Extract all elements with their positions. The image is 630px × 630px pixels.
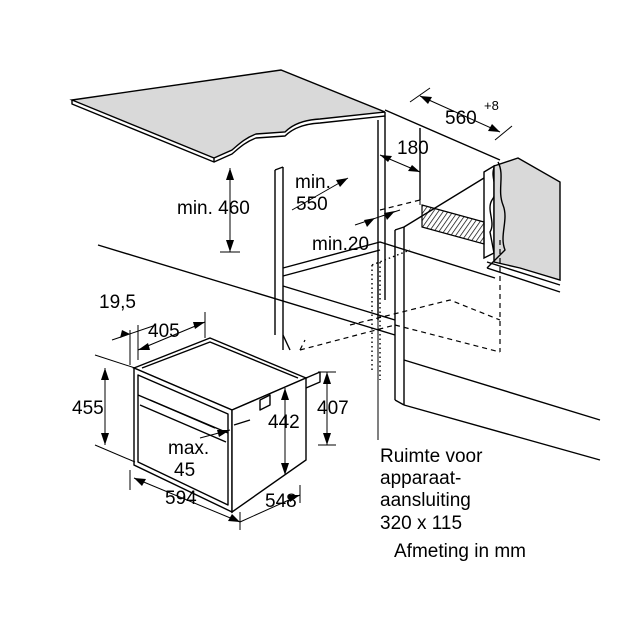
dim-gap-min: min.20 (312, 234, 369, 255)
dim-height-side: 407 (317, 398, 349, 419)
note-line4: 320 x 115 (380, 513, 462, 534)
dim-width-cabinet-tolerance: +8 (484, 98, 499, 113)
oven-appliance (132, 337, 321, 514)
niche-outline (299, 199, 501, 380)
dim-vent-depth: 180 (397, 138, 429, 159)
note-line2: apparaat- (380, 468, 461, 489)
dim-door-gap-line2: 45 (174, 460, 195, 481)
note-line3: aansluiting (380, 490, 471, 511)
dim-depth-total: 548 (265, 491, 297, 512)
dim-height-total: 455 (72, 398, 104, 419)
dim-depth-body: 405 (148, 321, 180, 342)
dim-width-front: 594 (165, 488, 197, 509)
note-units: Afmeting in mm (394, 541, 526, 562)
dim-door-gap-line1: max. (168, 438, 209, 459)
vent-opening (421, 204, 485, 245)
dim-depth-min-line2: 550 (296, 194, 328, 215)
dimension-lines (94, 87, 513, 530)
dim-height-min: min. 460 (177, 198, 250, 219)
dim-side-offset: 19,5 (99, 292, 136, 313)
note-line1: Ruimte voor (380, 446, 483, 467)
cabinet-body (97, 109, 601, 461)
dim-width-cabinet: 560 (445, 108, 477, 129)
countertop (69, 69, 386, 163)
dim-depth-min-line1: min. (295, 172, 331, 193)
dim-height-inner: 442 (268, 412, 300, 433)
